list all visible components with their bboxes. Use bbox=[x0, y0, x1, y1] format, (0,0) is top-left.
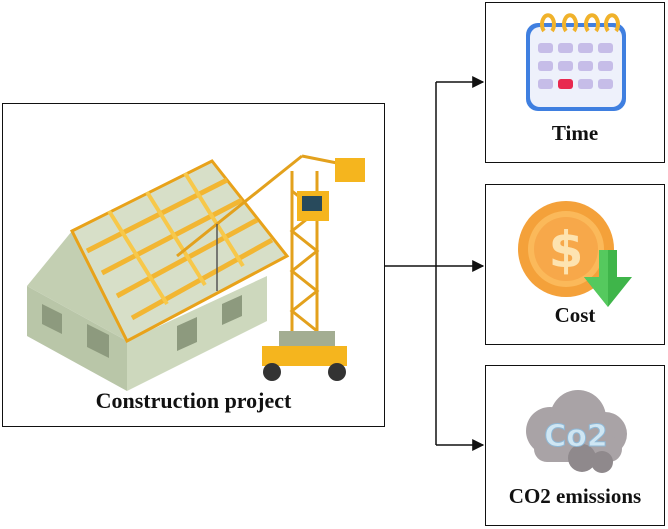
time-label: Time bbox=[551, 121, 599, 145]
co2-emissions-label: CO2 emissions bbox=[508, 484, 642, 508]
co2-cloud-text: Co2 bbox=[544, 419, 608, 454]
co2-emissions-box: Co2 CO2 emissions bbox=[485, 365, 665, 526]
construction-project-box: Construction project bbox=[2, 103, 385, 427]
calendar-icon bbox=[526, 13, 626, 111]
svg-text:$: $ bbox=[549, 221, 584, 279]
coin-down-arrow-icon: $ bbox=[518, 201, 632, 307]
cost-box: $ Cost bbox=[485, 184, 665, 345]
cost-label: Cost bbox=[554, 303, 596, 327]
construction-project-label: Construction project bbox=[95, 388, 292, 413]
co2-cloud-icon: Co2 bbox=[526, 390, 627, 473]
time-box: Time bbox=[485, 2, 665, 163]
house-crane-icon bbox=[27, 154, 365, 391]
